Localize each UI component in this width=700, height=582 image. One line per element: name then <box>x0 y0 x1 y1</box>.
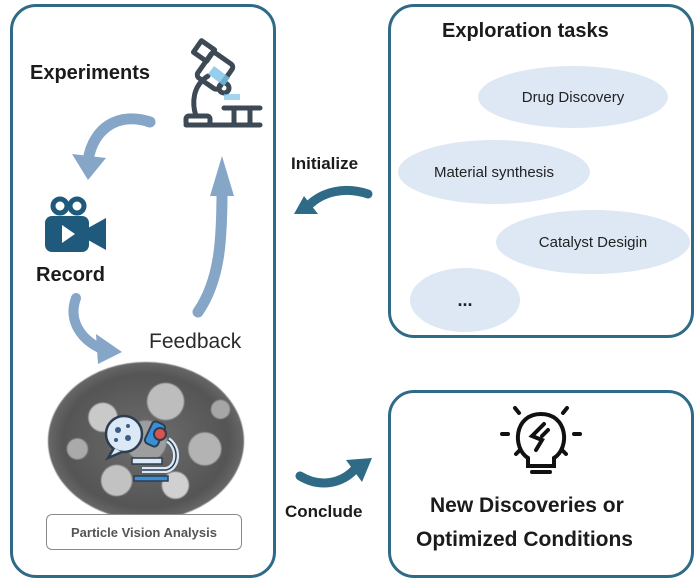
task-label: Material synthesis <box>433 163 555 181</box>
initialize-label: Initialize <box>291 154 359 173</box>
microscope-analysis-icon <box>104 414 179 482</box>
task-material-synthesis: Material synthesis <box>398 140 590 204</box>
experiments-label: Experiments <box>30 62 151 84</box>
conclude-label: Conclude <box>285 502 363 521</box>
video-camera-icon <box>45 196 106 252</box>
result-line-2: Optimized Conditions <box>416 528 633 551</box>
task-catalyst-design: Catalyst Desigin <box>496 210 690 274</box>
task-label: ... <box>457 289 473 310</box>
task-more: ... <box>410 268 520 332</box>
initialize-arrow <box>294 185 373 214</box>
exploration-tasks-title: Exploration tasks <box>442 20 609 42</box>
lightbulb-idea-icon <box>500 406 582 474</box>
curved-arrow-to-analysis <box>68 293 122 364</box>
feedback-arrow-up <box>192 156 234 318</box>
record-label: Record <box>36 264 105 286</box>
feedback-label: Feedback <box>149 330 242 353</box>
task-label: Drug Discovery <box>521 88 625 106</box>
task-drug-discovery: Drug Discovery <box>478 66 668 128</box>
task-label: Catalyst Desigin <box>538 233 648 251</box>
conclude-arrow <box>295 458 372 488</box>
curved-arrow-to-record <box>72 113 156 180</box>
microscope-icon <box>183 38 263 128</box>
analysis-label-text: Particle Vision Analysis <box>71 524 217 540</box>
results-panel <box>388 390 694 578</box>
result-line-1: New Discoveries or <box>430 494 624 517</box>
particle-vision-analysis-label: Particle Vision Analysis <box>46 514 242 550</box>
